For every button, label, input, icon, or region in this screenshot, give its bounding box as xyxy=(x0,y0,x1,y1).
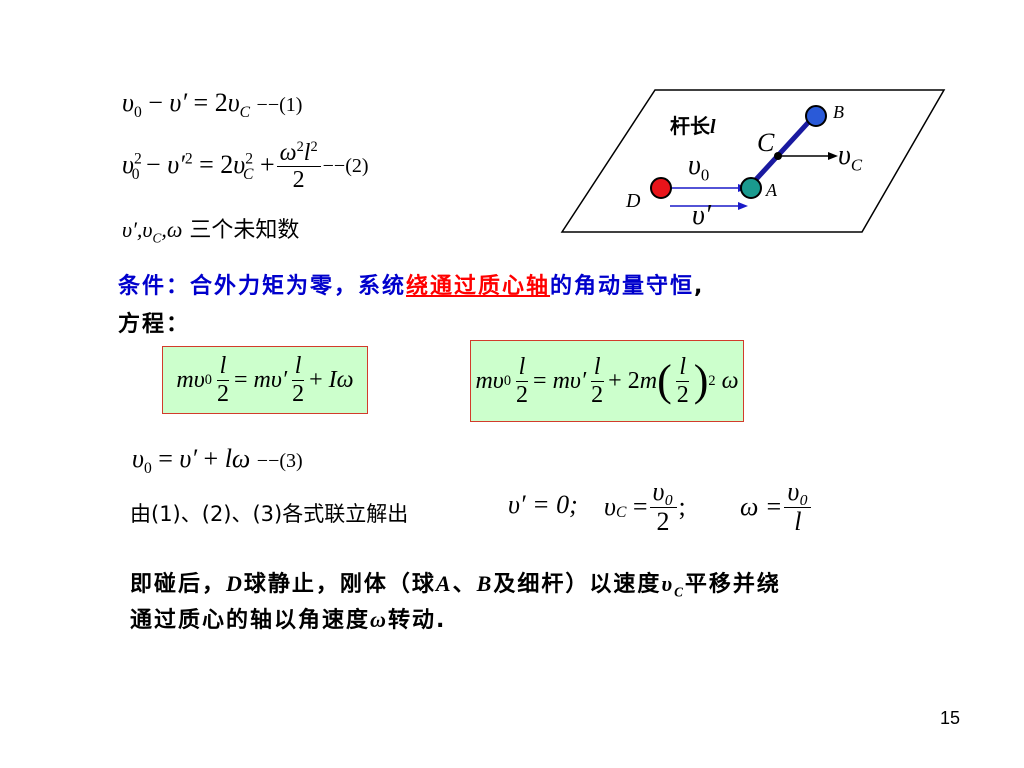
conclusion-line-1: 即碰后，D球静止，刚体（球A、B及细杆）以速度υC平移并绕 xyxy=(130,571,781,600)
condition-line: 条件：合外力矩为零，系统绕通过质心轴的角动量守恒, xyxy=(118,268,704,300)
unknowns-line: υ′,υC,ω 三个未知数 xyxy=(122,212,299,246)
rod-diagram xyxy=(560,89,946,233)
condition-part4: , xyxy=(694,274,705,299)
label-B: B xyxy=(833,102,844,122)
center-of-mass-dot xyxy=(774,152,782,160)
unknowns-text: 三个未知数 xyxy=(189,218,300,243)
label-v0: υ0 xyxy=(688,150,710,185)
conclusion-line-2: 通过质心的轴以角速度ω转动. xyxy=(130,607,447,633)
label-C: C xyxy=(757,128,775,157)
equation-2-tag: −−(2) xyxy=(322,155,369,178)
ball-D xyxy=(650,177,672,199)
equation-3: υ0 = υ′ + lω −−(3) xyxy=(132,444,303,478)
equation-1-tag: −−(1) xyxy=(256,94,303,116)
unknowns-vars: υ′,υ xyxy=(122,217,153,242)
label-vC: υC xyxy=(838,140,863,175)
page-number: 15 xyxy=(940,708,961,728)
equation-3-tag: −−(3) xyxy=(256,450,303,472)
equation-2: υ20 − υ′2 = 2υ2C + ω2l2 2 −−(2) xyxy=(122,139,369,194)
equation-label: 方程： xyxy=(118,312,191,337)
condition-part1: 条件：合外力矩为零，系统 xyxy=(118,274,407,299)
label-A: A xyxy=(766,180,777,200)
condition-part3: 的角动量守恒 xyxy=(550,274,695,299)
unknowns-rest: ,ω xyxy=(161,217,183,242)
plane-parallelogram xyxy=(560,89,946,233)
label-D: D xyxy=(626,190,641,212)
condition-highlight: 绕通过质心轴 xyxy=(406,274,551,299)
ball-B xyxy=(805,105,827,127)
ball-A xyxy=(740,177,762,199)
solve-text: 由(1)、(2)、(3)各式联立解出 xyxy=(130,502,409,526)
rod-length-label: 杆长l xyxy=(670,114,716,138)
solution-vprime: υ′ = 0; xyxy=(508,490,578,519)
label-vprime: υ′ xyxy=(692,200,711,231)
equation-2-denominator: 2 xyxy=(292,167,305,194)
rod-line xyxy=(748,112,818,188)
unknowns-sub: C xyxy=(152,230,162,246)
equation-1: υ0 − υ′ = 2υC −−(1) xyxy=(122,88,303,122)
